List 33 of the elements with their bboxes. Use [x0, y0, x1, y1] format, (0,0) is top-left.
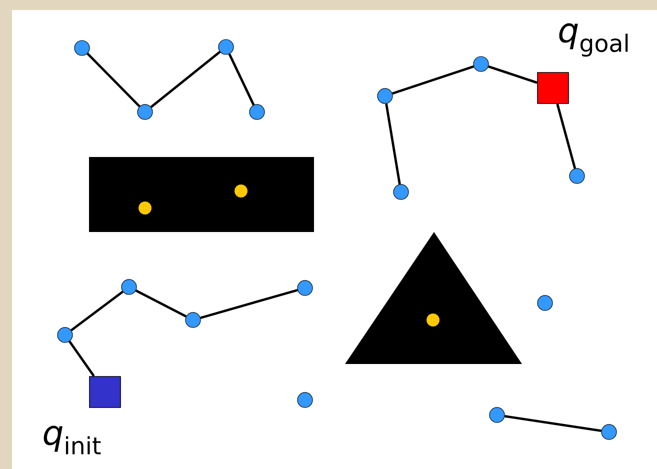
roadmap-node — [297, 280, 313, 296]
roadmap-edge — [556, 104, 576, 169]
roadmap-edge — [200, 288, 298, 319]
configuration-label: q$_{goal}$ — [559, 23, 628, 57]
roadmap-edge — [70, 290, 124, 332]
roadmap-node — [393, 184, 409, 200]
roadmap-node — [569, 168, 585, 184]
sample-dot — [426, 313, 440, 326]
roadmap-edge — [86, 52, 140, 108]
roadmap-node — [121, 279, 137, 295]
roadmap-node — [218, 39, 234, 55]
roadmap-node — [489, 407, 505, 423]
roadmap-node — [249, 104, 265, 120]
roadmap-node — [297, 392, 313, 408]
sample-dot — [234, 184, 248, 198]
roadmap-edge — [385, 103, 401, 184]
roadmap-node — [137, 104, 153, 120]
roadmap-edge — [488, 65, 538, 84]
roadmap-edge — [392, 65, 474, 95]
roadmap-node — [377, 88, 393, 104]
roadmap-node — [473, 56, 489, 72]
roadmap-node — [601, 424, 617, 440]
roadmap-node — [57, 327, 73, 343]
sample-dot — [138, 201, 152, 214]
roadmap-node — [74, 40, 90, 56]
roadmap-node — [185, 312, 201, 328]
roadmap-edge — [150, 50, 221, 108]
roadmap-node — [537, 295, 553, 311]
roadmap-edge — [504, 414, 602, 432]
configuration-label: q$_{init}$ — [44, 426, 101, 454]
roadmap-edge — [135, 290, 187, 318]
roadmap-edge — [68, 340, 95, 377]
roadmap-edge — [228, 54, 255, 106]
